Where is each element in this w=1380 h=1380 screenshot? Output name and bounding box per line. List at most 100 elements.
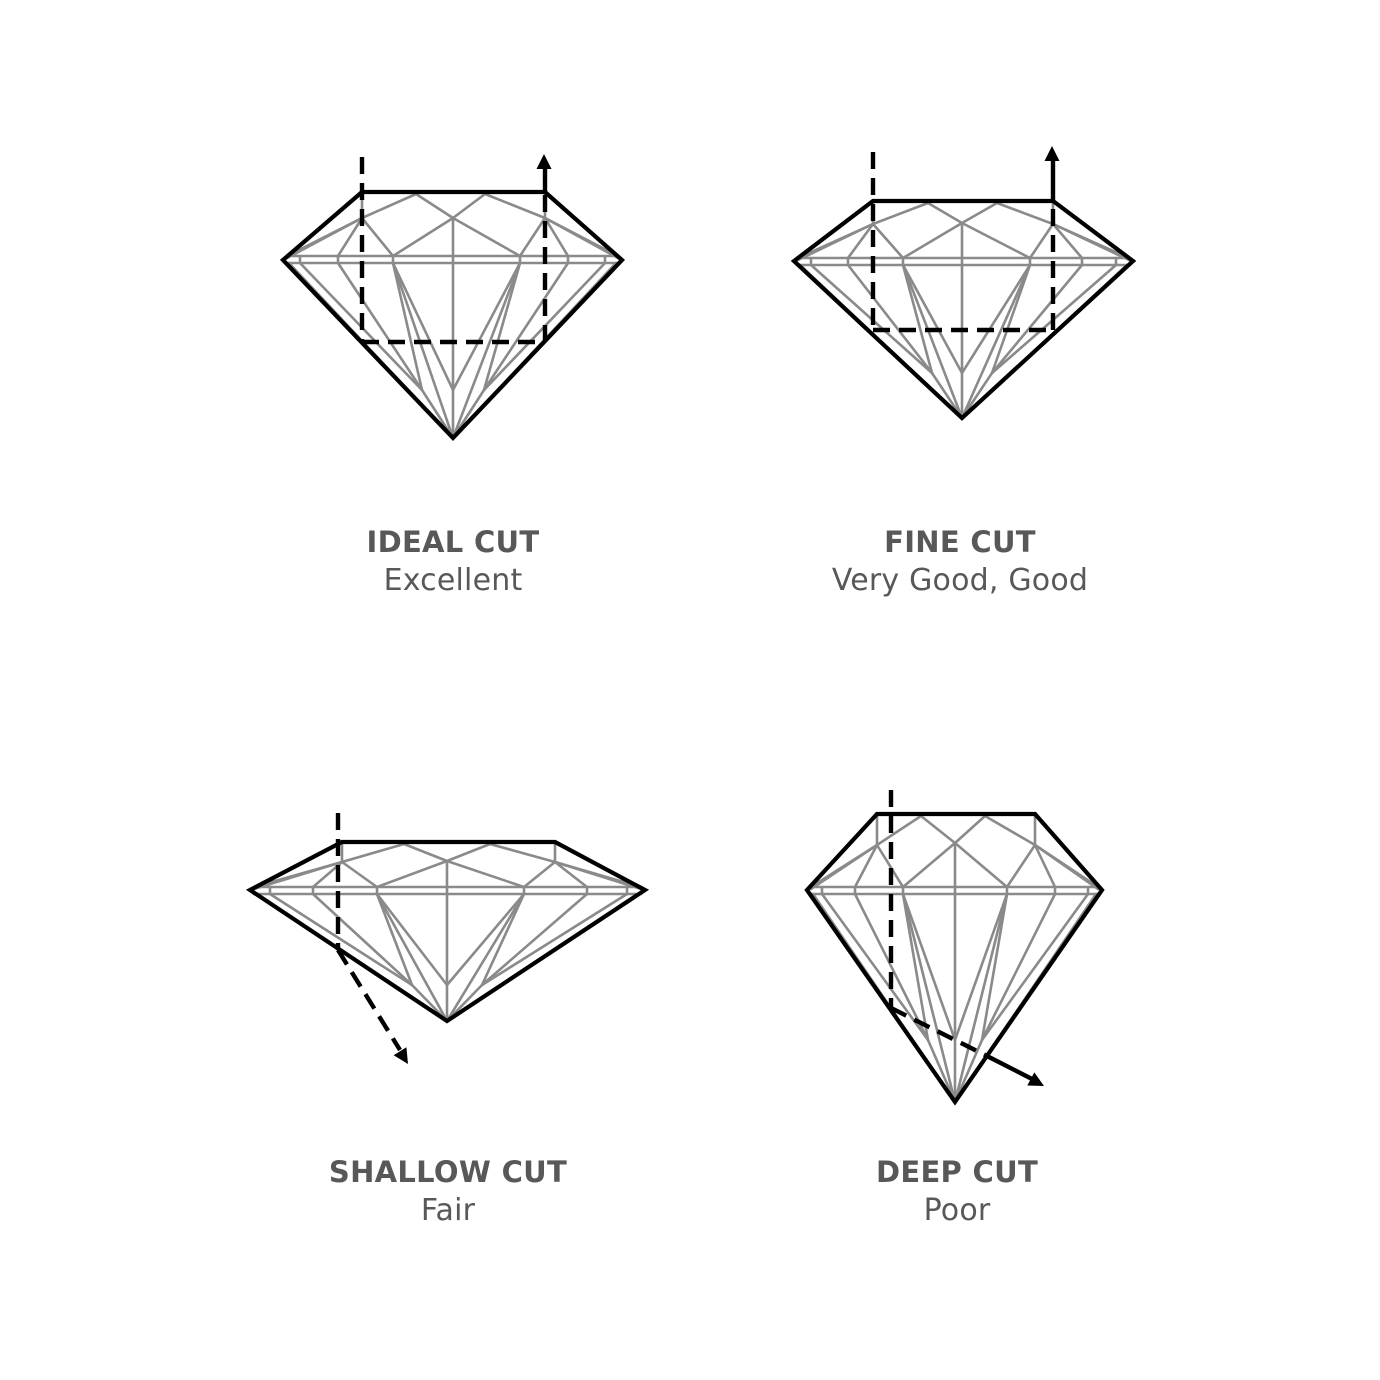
bezel-facet [901,221,964,260]
lower-girdle-facet [926,1038,957,1104]
cut-title: SHALLOW CUT [328,1155,568,1189]
upper-girdle-facet [853,843,879,889]
label-fine-cut: FINE CUT Very Good, Good [760,525,1160,603]
pavilion-facet [451,261,522,392]
star-facet [875,814,923,847]
upper-girdle-facet [875,843,905,889]
pavilion-facet [960,263,1032,420]
pavilion-facet [901,892,930,1042]
light-ray-path [359,154,552,345]
upper-girdle-facet [1028,222,1055,260]
pavilion-facet [445,892,526,987]
upper-girdle-facet [846,222,875,260]
cut-grade: Fair [420,1193,476,1228]
star-facet [402,842,449,863]
pavilion-facet [268,892,414,987]
pavilion-facet [846,263,934,375]
pavilion-facet [953,892,1009,1104]
upper-girdle-facet [336,216,364,258]
upper-girdle-facet [360,216,395,258]
cut-grade: Excellent [383,563,523,598]
pavilion-facet [451,261,522,440]
pavilion-facet [445,892,526,1023]
diamond-deep-cut-illustration [804,790,1105,1106]
pavilion-facet [336,261,424,392]
bezel-facet [901,841,957,889]
diamond-shallow-cut-illustration [245,813,650,1064]
star-facet [919,814,957,845]
bezel-facet [375,859,449,889]
diamond-fine-cut-illustration [790,146,1137,421]
star-facet [414,192,455,220]
pavilion-facet [482,261,522,392]
star-facet [960,201,999,225]
arrowhead-icon [393,1047,408,1064]
pavilion-facet [901,263,934,375]
diamond-outline [279,189,626,442]
star-facet [451,192,487,220]
star-facet [995,201,1055,226]
pavilion-facet [375,892,449,987]
pavilion-facet [980,892,1057,1042]
light-ray-path [335,813,408,1064]
pavilion-facet [480,892,629,987]
star-facet [483,192,547,220]
upper-girdle-facet [553,860,643,891]
star-facet [983,814,1037,847]
pavilion-facet [990,263,1084,375]
upper-girdle-facet [518,216,547,258]
upper-girdle-facet [522,860,557,889]
upper-girdle-facet [796,222,875,262]
star-facet [488,842,557,864]
pavilion-facet [990,263,1032,375]
upper-girdle-facet [1033,843,1057,889]
pavilion-facet [480,892,526,987]
pavilion-facet [980,892,1009,1042]
upper-girdle-facet [543,216,620,260]
pavilion-facet [375,892,414,987]
pavilion-facet [901,892,957,1104]
upper-girdle-facet [252,860,344,891]
light-ray-segment [890,1006,986,1057]
pavilion-facet [960,263,1032,375]
pavilion-facet [901,263,964,375]
pavilion-facet [391,261,455,440]
upper-girdle-facet [1033,843,1100,891]
bezel-facet [953,841,1009,889]
pavilion-facet [482,261,570,392]
pavilion-facet [391,261,455,392]
cut-title: DEEP CUT [875,1155,1039,1189]
pavilion-facet [980,892,1090,1042]
lower-girdle-facet [960,371,994,420]
bezel-facet [451,216,522,258]
cut-grade: Poor [923,1193,991,1228]
star-facet [360,192,418,220]
pavilion-facet [820,892,930,1042]
label-ideal-cut: IDEAL CUT Excellent [253,525,653,603]
light-ray-segment [336,948,402,1052]
star-facet [340,842,406,864]
diamond-outline [790,198,1137,421]
pavilion-facet [901,892,957,1042]
upper-girdle-facet [1051,222,1131,262]
upper-girdle-facet [1051,222,1084,260]
upper-girdle-facet [285,216,364,260]
diamond-outline [245,839,650,1024]
upper-girdle-facet [553,860,589,889]
light-ray-path [888,790,1044,1086]
upper-girdle-facet [543,216,570,258]
arrowhead-icon [536,154,552,169]
star-facet [953,814,987,845]
star-facet [926,201,964,225]
upper-girdle-facet [1005,843,1037,889]
diamond-outline [804,811,1105,1106]
pavilion-facet [391,261,424,392]
pavilion-facet [901,263,964,420]
cut-grade: Very Good, Good [831,563,1089,598]
arrowhead-icon [1044,146,1060,161]
bezel-facet [960,221,1032,260]
label-deep-cut: DEEP CUT Poor [757,1155,1157,1233]
bezel-facet [445,859,526,889]
pavilion-facet [853,892,930,1042]
label-shallow-cut: SHALLOW CUT Fair [248,1155,648,1233]
